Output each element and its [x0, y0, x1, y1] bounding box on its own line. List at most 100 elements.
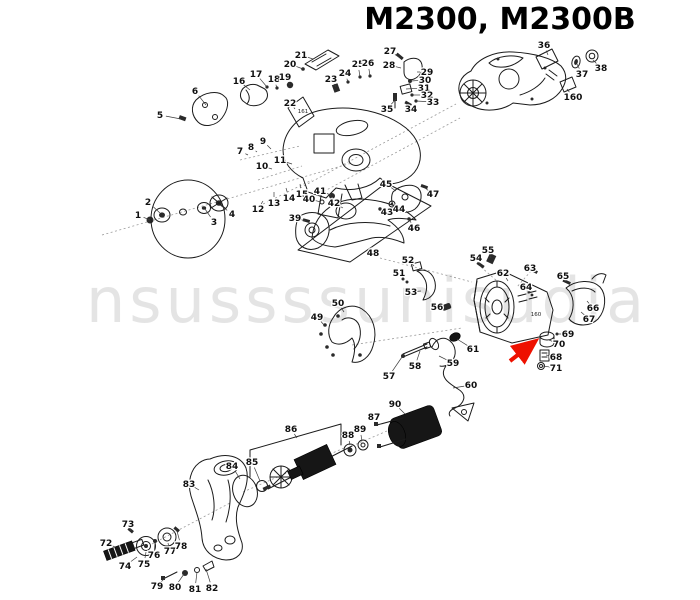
part-label-49: 49	[311, 313, 324, 323]
inline-text-160: 160	[531, 312, 542, 318]
leader-line-18	[275, 84, 278, 89]
leader-line-2	[152, 205, 161, 214]
leader-line-81	[195, 571, 198, 584]
part-label-59: 59	[447, 359, 460, 369]
part-label-8: 8	[248, 143, 254, 153]
leader-line-27	[394, 54, 401, 59]
part-label-87: 87	[368, 413, 381, 423]
leader-line-89	[360, 434, 363, 442]
label-tag-160	[559, 76, 577, 93]
part-label-40: 40	[303, 195, 316, 205]
gear-housing-drawing	[449, 267, 571, 370]
leader-line-77	[167, 542, 169, 546]
depth-bracket-drawing	[178, 92, 229, 126]
part-label-73: 73	[122, 520, 135, 530]
leader-line-76	[154, 542, 156, 550]
leader-line-19	[287, 81, 291, 86]
part-label-72: 72	[100, 539, 113, 549]
leader-line-63	[532, 270, 535, 273]
part-label-89: 89	[354, 425, 367, 435]
part-label-11: 11	[274, 156, 287, 166]
leader-line-58	[416, 350, 421, 361]
leader-line-55	[489, 255, 492, 259]
part-label-54: 54	[470, 254, 483, 264]
part-label-60: 60	[465, 381, 478, 391]
leader-line-67	[580, 311, 585, 316]
frame-48	[297, 182, 432, 263]
leader-line-85	[254, 467, 261, 482]
leader-line-70	[548, 339, 554, 343]
part-label-68: 68	[550, 353, 563, 363]
leader-line-7	[245, 153, 249, 156]
leader-line-25	[358, 69, 361, 78]
leader-line-28	[394, 66, 402, 69]
leader-line-9	[266, 144, 272, 150]
leader-line-20	[295, 65, 304, 70]
leader-line-79	[160, 577, 166, 583]
leader-line-35	[390, 98, 397, 105]
part-label-53: 53	[405, 288, 418, 298]
inline-text-161: 161	[298, 109, 309, 115]
part-label-4: 4	[229, 210, 235, 220]
leader-line-39	[300, 219, 307, 222]
construction-lines	[101, 103, 532, 545]
part-label-29: 29	[421, 68, 434, 78]
highlight-arrow	[508, 338, 540, 365]
leader-line-26	[368, 68, 371, 77]
leader-line-60	[452, 385, 466, 389]
part-label-43: 43	[381, 208, 394, 218]
leader-line-54	[478, 263, 481, 266]
part-label-32: 32	[421, 91, 434, 101]
leader-line-74	[129, 556, 138, 563]
part-label-61: 61	[467, 345, 480, 355]
part-label-10: 10	[256, 162, 269, 172]
part-label-57: 57	[383, 372, 396, 382]
leader-line-21	[306, 56, 314, 60]
part-label-31: 31	[418, 84, 431, 94]
leader-line-12	[260, 200, 264, 205]
leader-line-90	[398, 407, 406, 415]
leader-line-61	[456, 338, 469, 347]
leader-line-44	[391, 203, 395, 206]
part-label-22: 22	[284, 99, 297, 109]
leader-line-87	[376, 422, 379, 425]
leader-line-4	[219, 204, 228, 211]
part-label-58: 58	[409, 362, 422, 372]
trigger-assembly-drawing	[393, 52, 423, 109]
part-label-42: 42	[328, 199, 341, 209]
roller-knob-drawing	[239, 81, 294, 107]
leader-line-47	[424, 187, 429, 191]
part-label-23: 23	[325, 75, 338, 85]
leader-line-14	[285, 187, 288, 193]
leader-line-62	[505, 277, 509, 282]
leader-line-57	[392, 356, 403, 372]
leader-line-6	[198, 95, 207, 106]
part-label-86: 86	[285, 425, 298, 435]
red-pointer-arrow	[508, 338, 540, 365]
part-label-66: 66	[587, 304, 600, 314]
part-label-2: 2	[145, 198, 151, 208]
inline-texts: 161 160	[298, 109, 542, 318]
part-label-1: 1	[135, 211, 141, 221]
leader-line-84	[234, 470, 241, 480]
motor-cover-drawing	[565, 273, 607, 326]
part-label-52: 52	[402, 256, 415, 266]
part-label-38: 38	[595, 64, 608, 74]
part-label-14: 14	[283, 194, 296, 204]
part-label-13: 13	[268, 199, 281, 209]
part-label-67: 67	[583, 315, 596, 325]
leader-line-33	[415, 100, 428, 102]
part-label-33: 33	[427, 98, 440, 108]
part-label-41: 41	[314, 187, 327, 197]
part-label-19: 19	[279, 73, 292, 83]
leader-line-23	[333, 83, 337, 88]
part-label-36: 36	[538, 41, 551, 51]
leader-line-8	[255, 150, 258, 153]
leader-line-15	[299, 183, 302, 189]
part-label-7: 7	[237, 147, 243, 157]
part-label-77: 77	[164, 547, 177, 557]
motor-housing-assembly-drawing	[458, 48, 599, 111]
leader-line-38	[592, 59, 598, 65]
